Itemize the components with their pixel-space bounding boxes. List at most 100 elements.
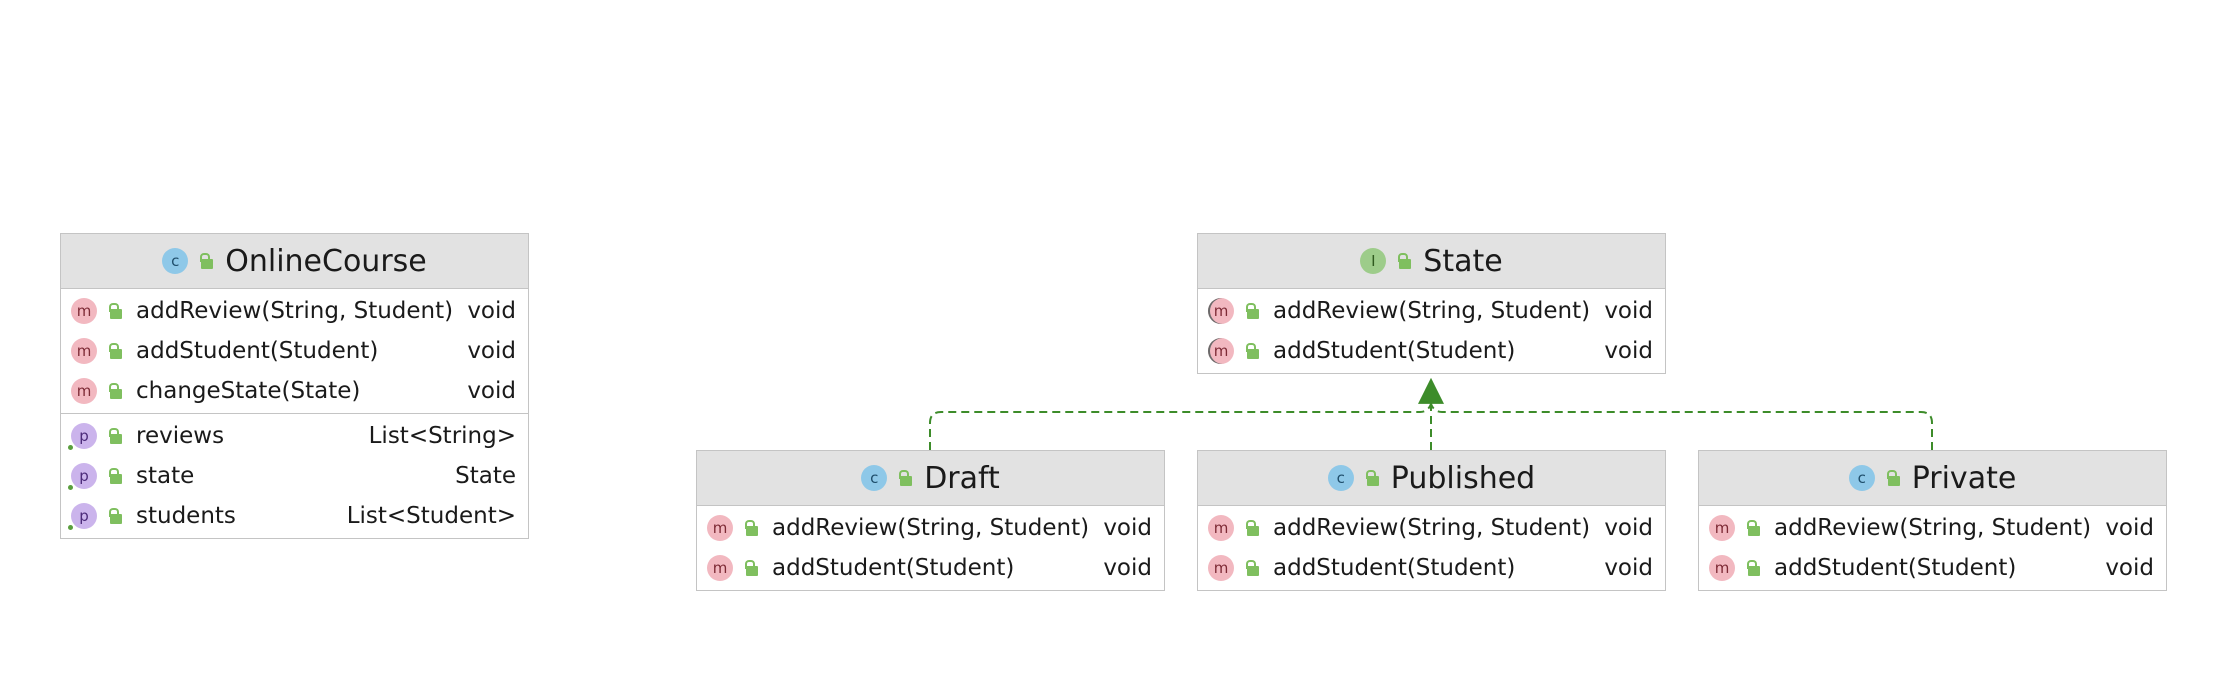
method-icon: m bbox=[71, 378, 97, 404]
class-box-onlinecourse[interactable]: c OnlineCourse m addReview(String, Stude… bbox=[60, 233, 529, 539]
method-row[interactable]: m addReview(String, Student) void bbox=[1198, 508, 1665, 548]
class-header: I State bbox=[1198, 234, 1665, 289]
method-row[interactable]: m changeState(State) void bbox=[61, 371, 528, 411]
public-lock-icon bbox=[108, 303, 122, 319]
method-name: addStudent(Student) bbox=[136, 338, 379, 364]
method-return-type: void bbox=[1604, 555, 1653, 581]
method-icon: m bbox=[71, 338, 97, 364]
method-icon: m bbox=[707, 515, 733, 541]
method-row[interactable]: m addStudent(Student) void bbox=[61, 331, 528, 371]
method-name: addStudent(Student) bbox=[1273, 338, 1516, 364]
property-name: state bbox=[136, 463, 195, 489]
method-return-type: void bbox=[467, 338, 516, 364]
public-lock-icon bbox=[1746, 560, 1760, 576]
interface-icon: I bbox=[1360, 248, 1387, 274]
property-row[interactable]: p reviews List<String> bbox=[61, 416, 528, 456]
public-lock-icon bbox=[1746, 520, 1760, 536]
method-row[interactable]: m addReview(String, Student) void bbox=[1198, 291, 1665, 331]
class-header: c Published bbox=[1198, 451, 1665, 506]
property-row[interactable]: p state State bbox=[61, 456, 528, 496]
class-icon: c bbox=[1848, 465, 1875, 491]
method-name: addReview(String, Student) bbox=[1273, 298, 1591, 324]
class-header: c Draft bbox=[697, 451, 1164, 506]
class-box-published[interactable]: c Published m addReview(String, Student)… bbox=[1197, 450, 1666, 591]
method-return-type: void bbox=[467, 298, 516, 324]
method-return-type: void bbox=[2105, 515, 2154, 541]
class-name: Published bbox=[1390, 460, 1536, 496]
method-row[interactable]: m addReview(String, Student) void bbox=[697, 508, 1164, 548]
public-lock-icon bbox=[744, 560, 758, 576]
class-header: c Private bbox=[1699, 451, 2166, 506]
property-icon: p bbox=[68, 503, 97, 530]
method-row[interactable]: m addReview(String, Student) void bbox=[1699, 508, 2166, 548]
method-name: addReview(String, Student) bbox=[1273, 515, 1591, 541]
method-return-type: void bbox=[467, 378, 516, 404]
public-lock-icon bbox=[744, 520, 758, 536]
properties-section: p reviews List<String> p state State p s… bbox=[61, 413, 528, 538]
class-box-private[interactable]: c Private m addReview(String, Student) v… bbox=[1698, 450, 2167, 591]
public-lock-icon bbox=[108, 428, 122, 444]
method-row[interactable]: m addStudent(Student) void bbox=[697, 548, 1164, 588]
methods-section: m addReview(String, Student) void m addS… bbox=[61, 289, 528, 413]
method-row[interactable]: m addStudent(Student) void bbox=[1198, 548, 1665, 588]
method-name: changeState(State) bbox=[136, 378, 361, 404]
class-box-draft[interactable]: c Draft m addReview(String, Student) voi… bbox=[696, 450, 1165, 591]
class-name: Draft bbox=[924, 460, 1000, 496]
public-lock-icon bbox=[1245, 560, 1259, 576]
public-lock-icon bbox=[199, 253, 214, 269]
public-lock-icon bbox=[1245, 343, 1259, 359]
method-icon: m bbox=[707, 555, 733, 581]
method-name: addReview(String, Student) bbox=[1774, 515, 2092, 541]
method-icon: m bbox=[1709, 555, 1735, 581]
method-return-type: void bbox=[1604, 338, 1653, 364]
property-row[interactable]: p students List<Student> bbox=[61, 496, 528, 536]
class-icon: c bbox=[1327, 465, 1354, 491]
class-icon: c bbox=[162, 248, 189, 274]
public-lock-icon bbox=[898, 470, 913, 486]
property-type: List<Student> bbox=[346, 503, 516, 529]
method-return-type: void bbox=[1604, 298, 1653, 324]
private-implements-state-edge bbox=[1430, 403, 1933, 450]
public-lock-icon bbox=[1245, 520, 1259, 536]
public-lock-icon bbox=[1245, 303, 1259, 319]
method-row[interactable]: m addStudent(Student) void bbox=[1198, 331, 1665, 371]
class-name: State bbox=[1423, 243, 1503, 279]
methods-section: m addReview(String, Student) void m addS… bbox=[1198, 506, 1665, 590]
class-name: Private bbox=[1911, 460, 2017, 496]
property-type: State bbox=[455, 463, 516, 489]
draft-implements-state-edge bbox=[929, 377, 1444, 450]
method-icon: m bbox=[1709, 515, 1735, 541]
method-icon: m bbox=[1208, 515, 1234, 541]
method-name: addReview(String, Student) bbox=[772, 515, 1090, 541]
abstract-method-icon: m bbox=[1208, 298, 1234, 324]
methods-section: m addReview(String, Student) void m addS… bbox=[697, 506, 1164, 590]
property-type: List<String> bbox=[368, 423, 516, 449]
method-name: addStudent(Student) bbox=[772, 555, 1015, 581]
method-row[interactable]: m addStudent(Student) void bbox=[1699, 548, 2166, 588]
interface-box-state[interactable]: I State m addReview(String, Student) voi… bbox=[1197, 233, 1666, 374]
class-name: OnlineCourse bbox=[225, 243, 427, 279]
methods-section: m addReview(String, Student) void m addS… bbox=[1198, 289, 1665, 373]
public-lock-icon bbox=[1397, 253, 1412, 269]
method-return-type: void bbox=[1103, 555, 1152, 581]
public-lock-icon bbox=[108, 343, 122, 359]
property-icon: p bbox=[68, 423, 97, 450]
method-name: addReview(String, Student) bbox=[136, 298, 454, 324]
method-return-type: void bbox=[1103, 515, 1152, 541]
public-lock-icon bbox=[1886, 470, 1900, 486]
class-icon: c bbox=[861, 465, 888, 491]
method-name: addStudent(Student) bbox=[1774, 555, 2017, 581]
public-lock-icon bbox=[1365, 470, 1379, 486]
method-return-type: void bbox=[2105, 555, 2154, 581]
method-icon: m bbox=[71, 298, 97, 324]
property-name: reviews bbox=[136, 423, 225, 449]
public-lock-icon bbox=[108, 508, 122, 524]
methods-section: m addReview(String, Student) void m addS… bbox=[1699, 506, 2166, 590]
public-lock-icon bbox=[108, 468, 122, 484]
abstract-method-icon: m bbox=[1208, 338, 1234, 364]
property-name: students bbox=[136, 503, 236, 529]
method-icon: m bbox=[1208, 555, 1234, 581]
method-name: addStudent(Student) bbox=[1273, 555, 1516, 581]
method-row[interactable]: m addReview(String, Student) void bbox=[61, 291, 528, 331]
